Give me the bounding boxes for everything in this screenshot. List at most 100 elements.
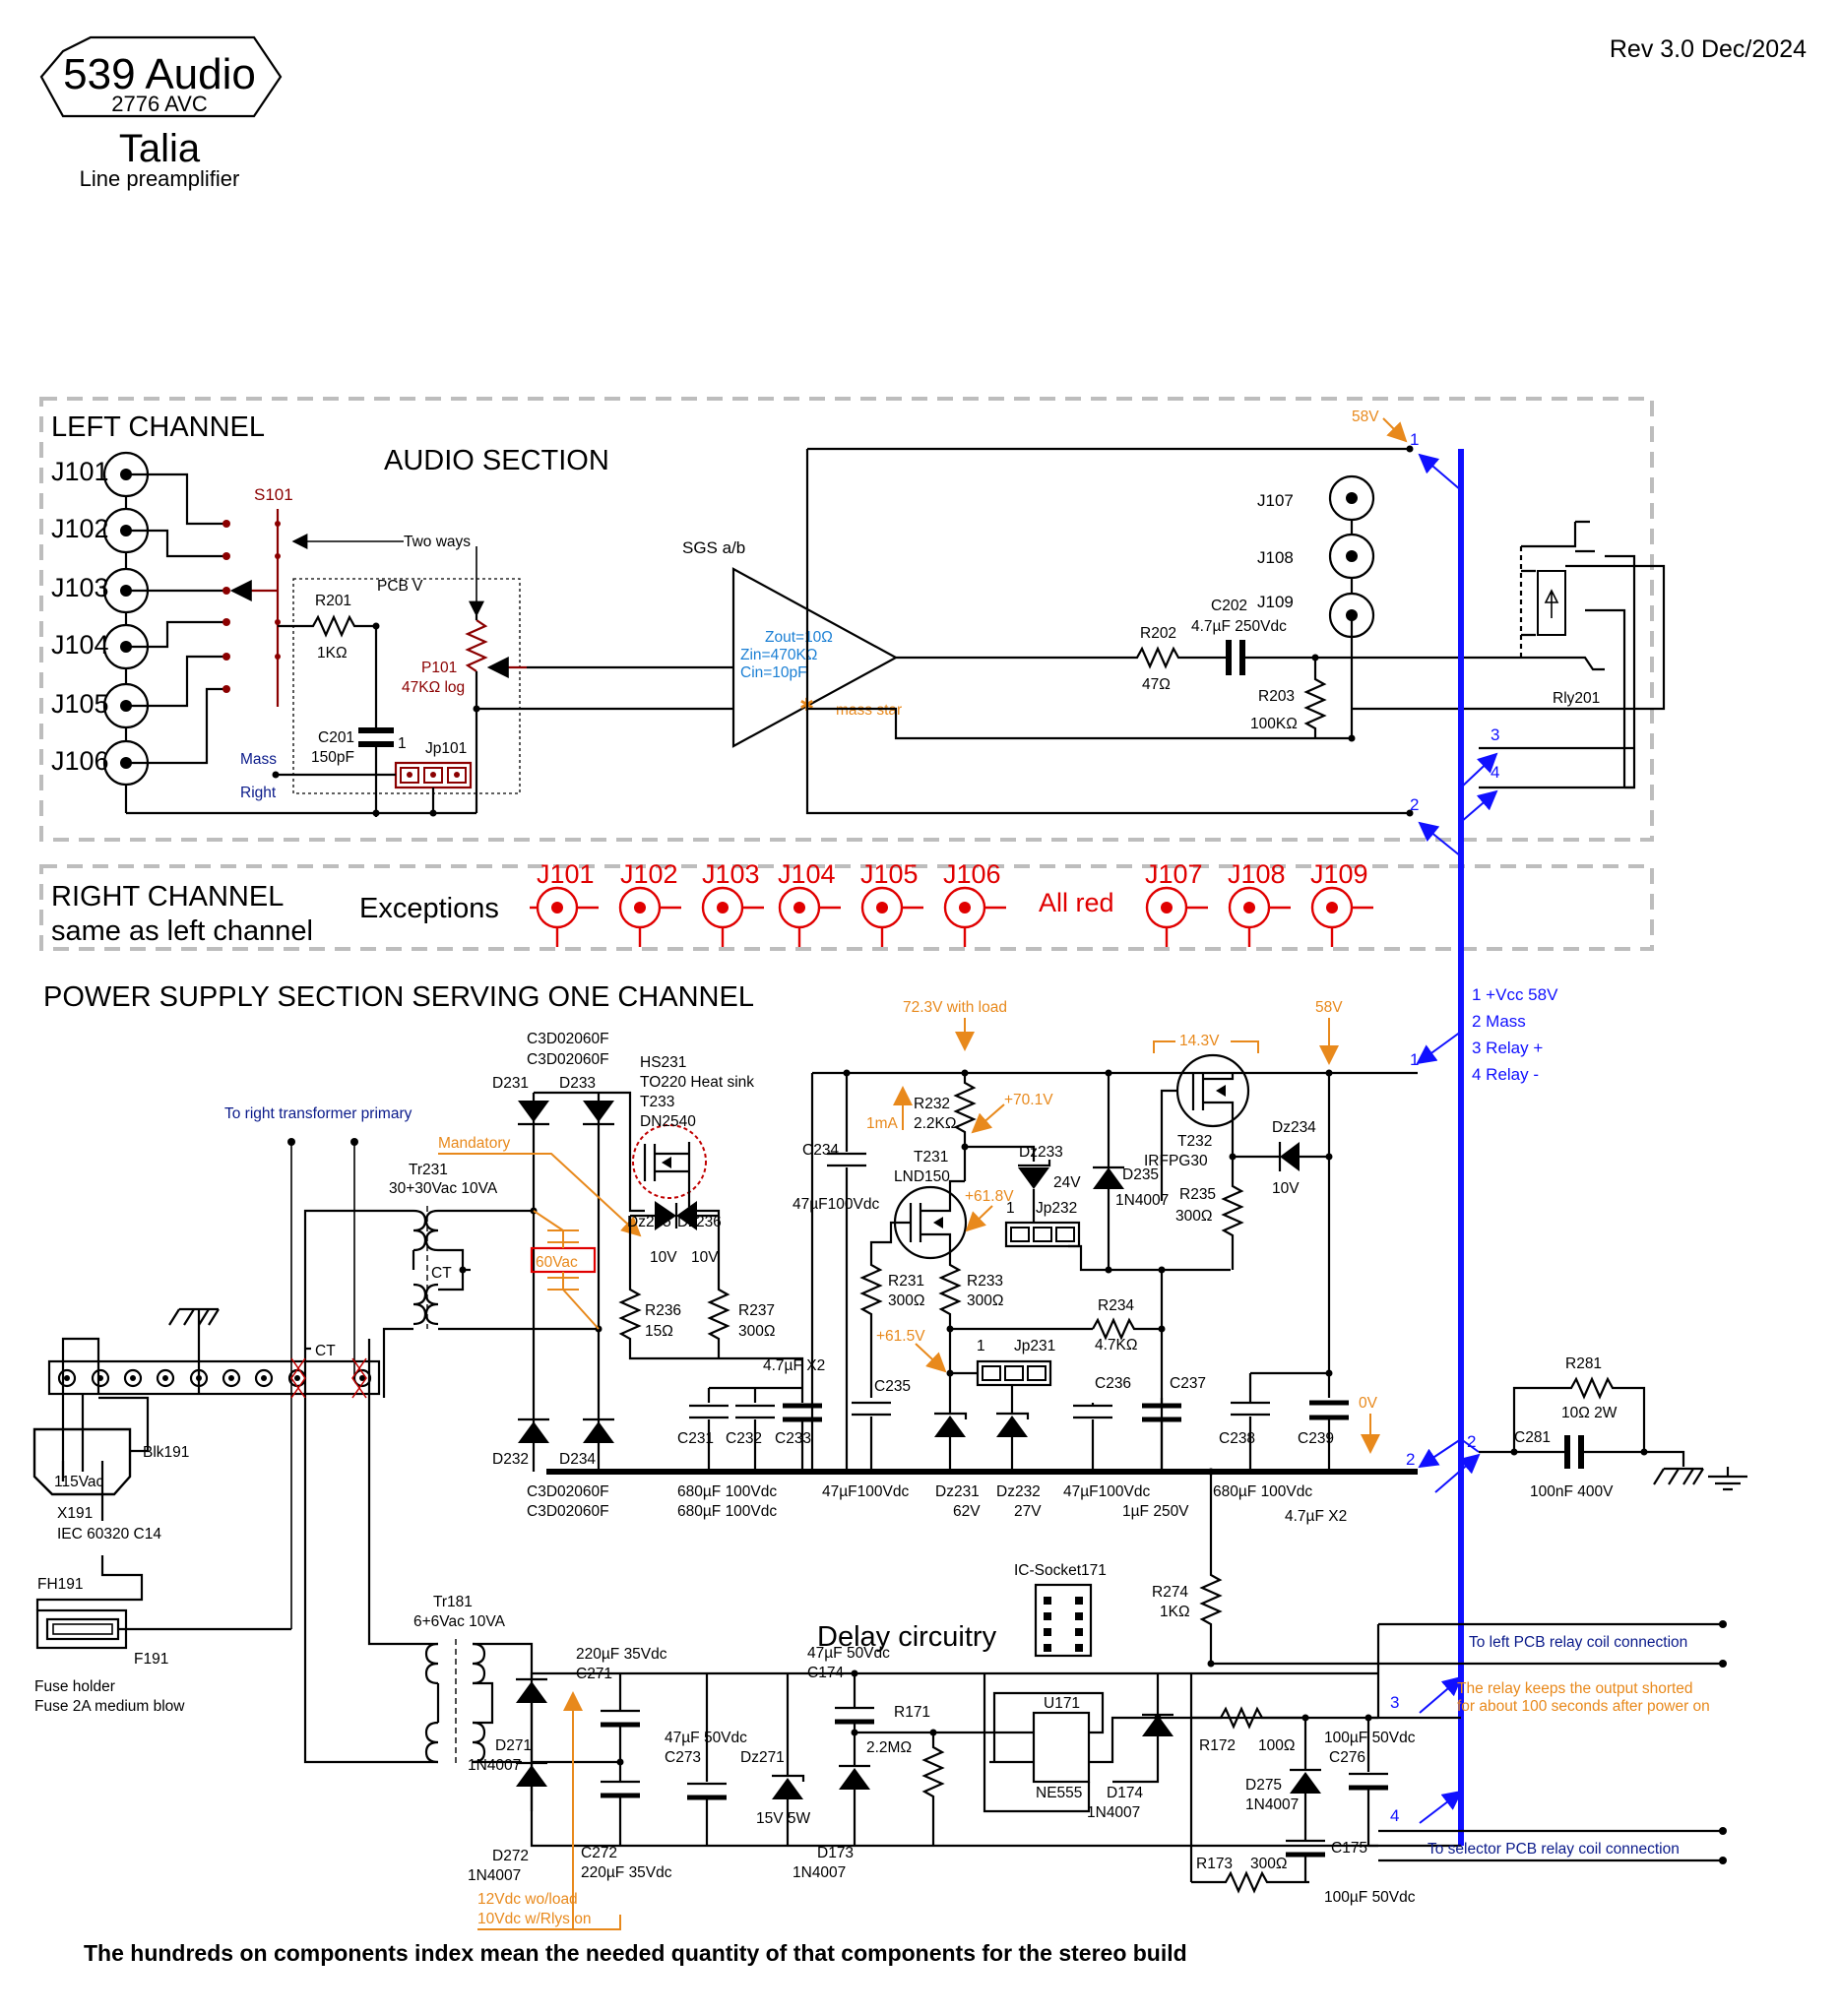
- svg-text:R236: R236: [645, 1302, 681, 1319]
- bridge-rectifier: C3D02060F C3D02060F D231 D233 D232 D234 …: [492, 1031, 614, 1520]
- ic-u171: U171 NE555: [1032, 1695, 1091, 1801]
- pin-legend: 1 +Vcc 58V 2 Mass 3 Relay + 4 Relay -: [1472, 985, 1558, 1084]
- svg-text:10V: 10V: [691, 1249, 719, 1266]
- svg-text:1N4007: 1N4007: [793, 1864, 846, 1881]
- exception-jacks: J101 J102 J103 J104 J105 J106 All red J1…: [530, 859, 1373, 947]
- diode-d275: D275 1N4007: [1245, 1714, 1321, 1826]
- svg-text:J107: J107: [1257, 491, 1294, 510]
- svg-text:1KΩ: 1KΩ: [317, 645, 348, 662]
- capacitor-c234: C234 47µF100Vdc: [793, 1073, 879, 1472]
- jack-j108: J108: [1257, 533, 1375, 580]
- capacitor-c175: C175 100µF 50Vdc: [1286, 1826, 1416, 1906]
- svg-text:10Vdc w/Rlys on: 10Vdc w/Rlys on: [477, 1911, 591, 1927]
- svg-text:TO220 Heat sink: TO220 Heat sink: [640, 1074, 754, 1091]
- svg-text:300Ω: 300Ω: [967, 1292, 1003, 1309]
- svg-text:U171: U171: [1044, 1695, 1080, 1712]
- zener-dz231: Dz231 62V: [934, 1398, 981, 1520]
- zener-dz233: Dz233 24V: [1018, 1144, 1081, 1221]
- svg-text:1: 1: [977, 1338, 985, 1354]
- svg-text:IEC 60320 C14: IEC 60320 C14: [57, 1526, 161, 1543]
- svg-text:To right transformer primary: To right transformer primary: [224, 1105, 412, 1122]
- relay-rly201: Rly201: [1352, 520, 1666, 788]
- zener-dz234: Dz234 10V: [1272, 1119, 1329, 1197]
- svg-text:S101: S101: [254, 485, 293, 504]
- svg-text:27V: 27V: [1014, 1503, 1042, 1520]
- svg-text:R201: R201: [315, 593, 351, 609]
- svg-text:IC-Socket171: IC-Socket171: [1014, 1562, 1107, 1579]
- capacitors-c236-c237: C236 C237 47µF100Vdc 1µF 250V: [1063, 1375, 1206, 1520]
- svg-text:15V 5W: 15V 5W: [756, 1810, 811, 1827]
- diode-d235: D235 1N4007: [1093, 1069, 1169, 1270]
- svg-text:C235: C235: [874, 1378, 911, 1395]
- svg-text:D173: D173: [817, 1845, 854, 1861]
- svg-text:same as left channel: same as left channel: [51, 915, 313, 947]
- to-selector-pcb-label: To selector PCB relay coil connection: [1428, 1841, 1680, 1858]
- svg-text:6+6Vac 10VA: 6+6Vac 10VA: [413, 1613, 506, 1630]
- svg-text:60Vac: 60Vac: [536, 1254, 578, 1271]
- mandatory-label: Mandatory: [438, 1135, 510, 1152]
- jack-j106: J106: [51, 739, 150, 787]
- svg-text:D234: D234: [559, 1451, 596, 1468]
- resistor-r231: R231 300Ω: [859, 1255, 924, 1398]
- jumper-jp231: Jp231 1: [976, 1338, 1055, 1387]
- svg-text:C238: C238: [1219, 1430, 1255, 1447]
- svg-text:C273: C273: [665, 1749, 701, 1766]
- svg-text:C272: C272: [581, 1845, 617, 1861]
- zener-dz235-dz236: Dz235 Dz236 10V 10V: [627, 1201, 722, 1266]
- zener-dz232: Dz232 27V: [996, 1385, 1042, 1520]
- resistor-r172: R172 100Ω: [1191, 1706, 1309, 1754]
- svg-text:1: 1: [1410, 1050, 1419, 1069]
- svg-text:D174: D174: [1107, 1785, 1143, 1801]
- audio-section-title: AUDIO SECTION: [384, 445, 609, 476]
- resistor-r203: R203 100KΩ: [1250, 654, 1327, 738]
- zener-dz271: Dz271 15V 5W: [740, 1673, 811, 1846]
- caps-c271-c272: 220µF 35Vdc C271 C272 220µF 35Vdc: [532, 1646, 672, 1881]
- svg-text:D231: D231: [492, 1075, 529, 1092]
- svg-text:DN2540: DN2540: [640, 1113, 696, 1130]
- svg-text:F191: F191: [134, 1651, 168, 1668]
- output-jacks: J107 J108 J109: [1257, 474, 1375, 639]
- svg-text:Cin=10pF: Cin=10pF: [740, 664, 807, 681]
- capacitor-c273: 47µF 50Vdc C273: [665, 1673, 747, 1846]
- resistor-r234: R234 4.7KΩ: [1092, 1297, 1162, 1354]
- ground-network: 2 R281 10Ω 2W C281 100nF 400V: [1434, 1355, 1747, 1500]
- svg-text:T233: T233: [640, 1094, 674, 1110]
- svg-text:Dz271: Dz271: [740, 1749, 785, 1766]
- svg-text:R232: R232: [914, 1096, 950, 1112]
- svg-text:72.3V with load: 72.3V with load: [903, 999, 1007, 1016]
- svg-text:3: 3: [1390, 1693, 1399, 1712]
- svg-text:D232: D232: [492, 1451, 529, 1468]
- svg-text:C174: C174: [807, 1665, 844, 1681]
- svg-text:C271: C271: [576, 1666, 612, 1682]
- svg-text:15Ω: 15Ω: [645, 1323, 673, 1340]
- svg-text:+61.5V: +61.5V: [876, 1328, 925, 1345]
- svg-text:R231: R231: [888, 1273, 924, 1290]
- power-section-title: POWER SUPPLY SECTION SERVING ONE CHANNEL: [43, 981, 754, 1013]
- svg-text:680µF 100Vdc: 680µF 100Vdc: [677, 1483, 777, 1500]
- svg-text:1KΩ: 1KΩ: [1160, 1604, 1190, 1620]
- svg-text:C201: C201: [318, 729, 354, 746]
- svg-text:Dz232: Dz232: [996, 1483, 1041, 1500]
- svg-text:J103: J103: [51, 573, 109, 602]
- svg-text:J108: J108: [1228, 859, 1286, 889]
- svg-text:100µF 50Vdc: 100µF 50Vdc: [1324, 1730, 1416, 1746]
- exc-j101: J101: [530, 859, 599, 947]
- svg-text:Zin=470KΩ: Zin=470KΩ: [740, 647, 817, 663]
- svg-text:R202: R202: [1140, 625, 1176, 642]
- svg-text:J101: J101: [537, 859, 595, 889]
- transistor-t233: HS231 TO220 Heat sink T233 DN2540: [632, 1054, 754, 1199]
- svg-text:X191: X191: [57, 1505, 93, 1522]
- svg-text:47KΩ log: 47KΩ log: [402, 679, 465, 696]
- svg-text:C236: C236: [1095, 1375, 1131, 1392]
- svg-text:1: 1: [1410, 430, 1419, 449]
- resistor-r171: R171 2.2MΩ: [866, 1704, 945, 1846]
- svg-text:IRFPG30: IRFPG30: [1144, 1153, 1208, 1169]
- svg-text:Dz231: Dz231: [935, 1483, 980, 1500]
- svg-text:Dz233: Dz233: [1019, 1144, 1063, 1161]
- left-channel-title: LEFT CHANNEL: [51, 411, 265, 443]
- capacitor-c235: C235 47µF100Vdc: [822, 1378, 911, 1500]
- svg-text:T231: T231: [914, 1149, 948, 1166]
- resistor-r232: R232 2.2KΩ: [914, 1069, 977, 1147]
- logo-code: 2776 AVC: [111, 92, 208, 116]
- svg-text:J102: J102: [51, 514, 109, 543]
